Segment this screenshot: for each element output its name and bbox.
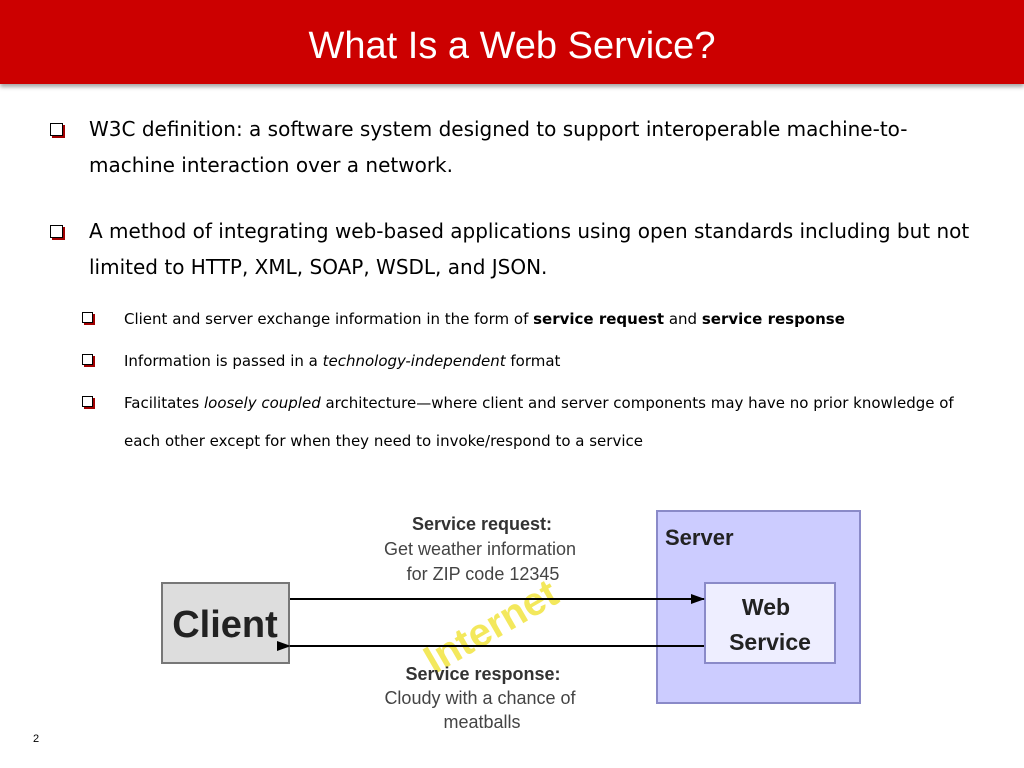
sub-bullet-text: Information is passed in a technology-in… (124, 342, 962, 380)
checkbox-bullet-icon (82, 354, 93, 365)
checkbox-bullet-icon (82, 396, 93, 407)
sub-bullet-technology-independent: Information is passed in a technology-in… (82, 342, 962, 380)
sub-bullet-loosely-coupled: Facilitates loosely coupled architecture… (82, 384, 962, 460)
italic-text: loosely coupled (203, 394, 321, 412)
bullet-integration-method: A method of integrating web-based applic… (50, 213, 980, 285)
sub-bullet-text: Facilitates loosely coupled architecture… (124, 384, 962, 460)
request-line2: for ZIP code 12345 (407, 564, 560, 584)
italic-text: technology-independent (322, 352, 506, 370)
slide-title: What Is a Web Service? (308, 25, 716, 67)
checkbox-bullet-icon (82, 312, 93, 323)
sub-bullet-text: Client and server exchange information i… (124, 300, 962, 338)
slide-header: What Is a Web Service? (0, 0, 1024, 84)
server-label: Server (665, 525, 734, 550)
text-segment: architecture—where client and server com… (124, 394, 954, 450)
web-service-label-line2: Service (729, 629, 811, 655)
request-title: Service request: (412, 514, 552, 534)
request-line1: Get weather information (384, 539, 576, 559)
bullet-text: A method of integrating web-based applic… (89, 219, 970, 279)
bullet-text: W3C definition: a software system design… (89, 117, 908, 177)
bullet-w3c-definition: W3C definition: a software system design… (50, 111, 980, 183)
checkbox-bullet-icon (50, 225, 63, 238)
bold-text: service response (701, 310, 845, 328)
response-line2: meatballs (443, 712, 520, 732)
checkbox-bullet-icon (50, 123, 63, 136)
client-box (161, 582, 290, 664)
client-label: Client (172, 604, 278, 646)
bold-text: service request (533, 310, 665, 328)
web-service-box (704, 582, 836, 664)
text-segment: Information is passed in a (124, 352, 323, 370)
text-segment: Facilitates (124, 394, 204, 412)
text-segment: and (664, 310, 702, 328)
page-number: 2 (33, 733, 40, 745)
text-segment: Client and server exchange information i… (124, 310, 534, 328)
response-title: Service response: (405, 664, 560, 684)
sub-bullet-exchange: Client and server exchange information i… (82, 300, 962, 338)
text-segment: format (505, 352, 561, 370)
web-service-label-line1: Web (742, 594, 790, 620)
response-line1: Cloudy with a chance of (384, 688, 576, 708)
